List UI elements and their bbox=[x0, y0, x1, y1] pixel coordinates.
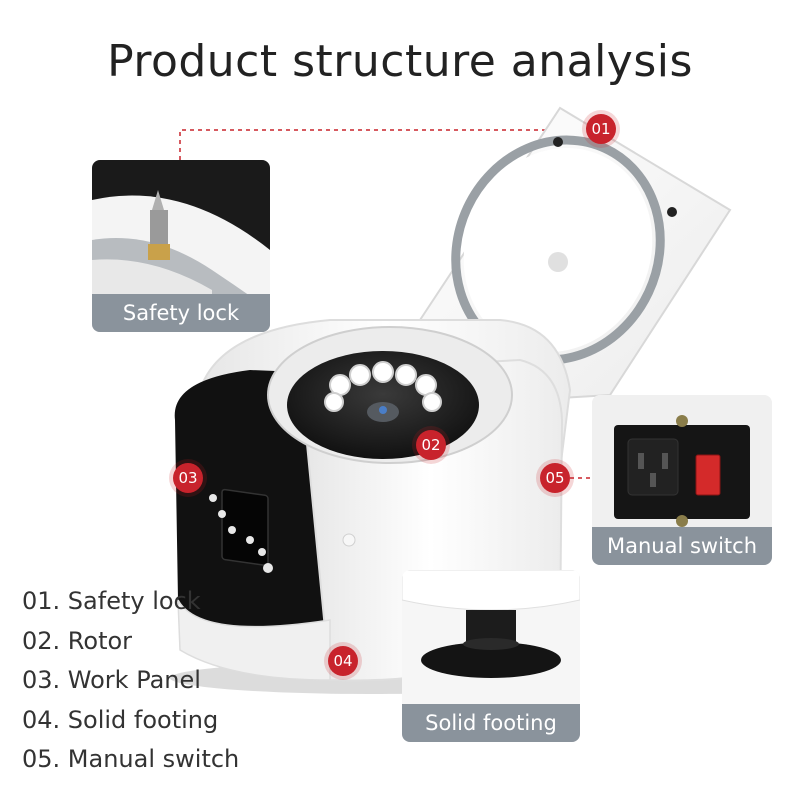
legend-item: 02. Rotor bbox=[22, 626, 133, 655]
inset-solid-footing: Solid footing bbox=[402, 570, 580, 742]
display-screen bbox=[221, 488, 269, 567]
callout-01: 01 bbox=[586, 114, 616, 144]
inset-safety-lock: Safety lock bbox=[92, 160, 270, 332]
inset-manual-switch: Manual switch bbox=[592, 395, 772, 565]
caption-safety-lock: Safety lock bbox=[92, 294, 270, 332]
callout-05: 05 bbox=[540, 463, 570, 493]
legend-item: 01. Safety lock bbox=[22, 587, 201, 615]
callout-02: 02 bbox=[416, 430, 446, 460]
caption-manual-switch: Manual switch bbox=[592, 527, 772, 565]
rocker-switch-icon bbox=[695, 454, 721, 496]
legend-item: 04. Solid footing bbox=[22, 705, 219, 734]
callout-03: 03 bbox=[173, 463, 203, 493]
leader-line-01 bbox=[179, 129, 586, 160]
page-title: Product structure analysis bbox=[107, 36, 693, 87]
caption-solid-footing: Solid footing bbox=[402, 704, 580, 742]
work-panel bbox=[209, 488, 273, 573]
parts-legend: 01. Safety lock 02. Rotor 03. Work Panel… bbox=[22, 582, 239, 780]
legend-item: 05. Manual switch bbox=[22, 745, 240, 773]
rotor-tube-holes bbox=[324, 361, 442, 412]
legend-item: 03. Work Panel bbox=[22, 666, 201, 694]
callout-04: 04 bbox=[328, 646, 358, 676]
